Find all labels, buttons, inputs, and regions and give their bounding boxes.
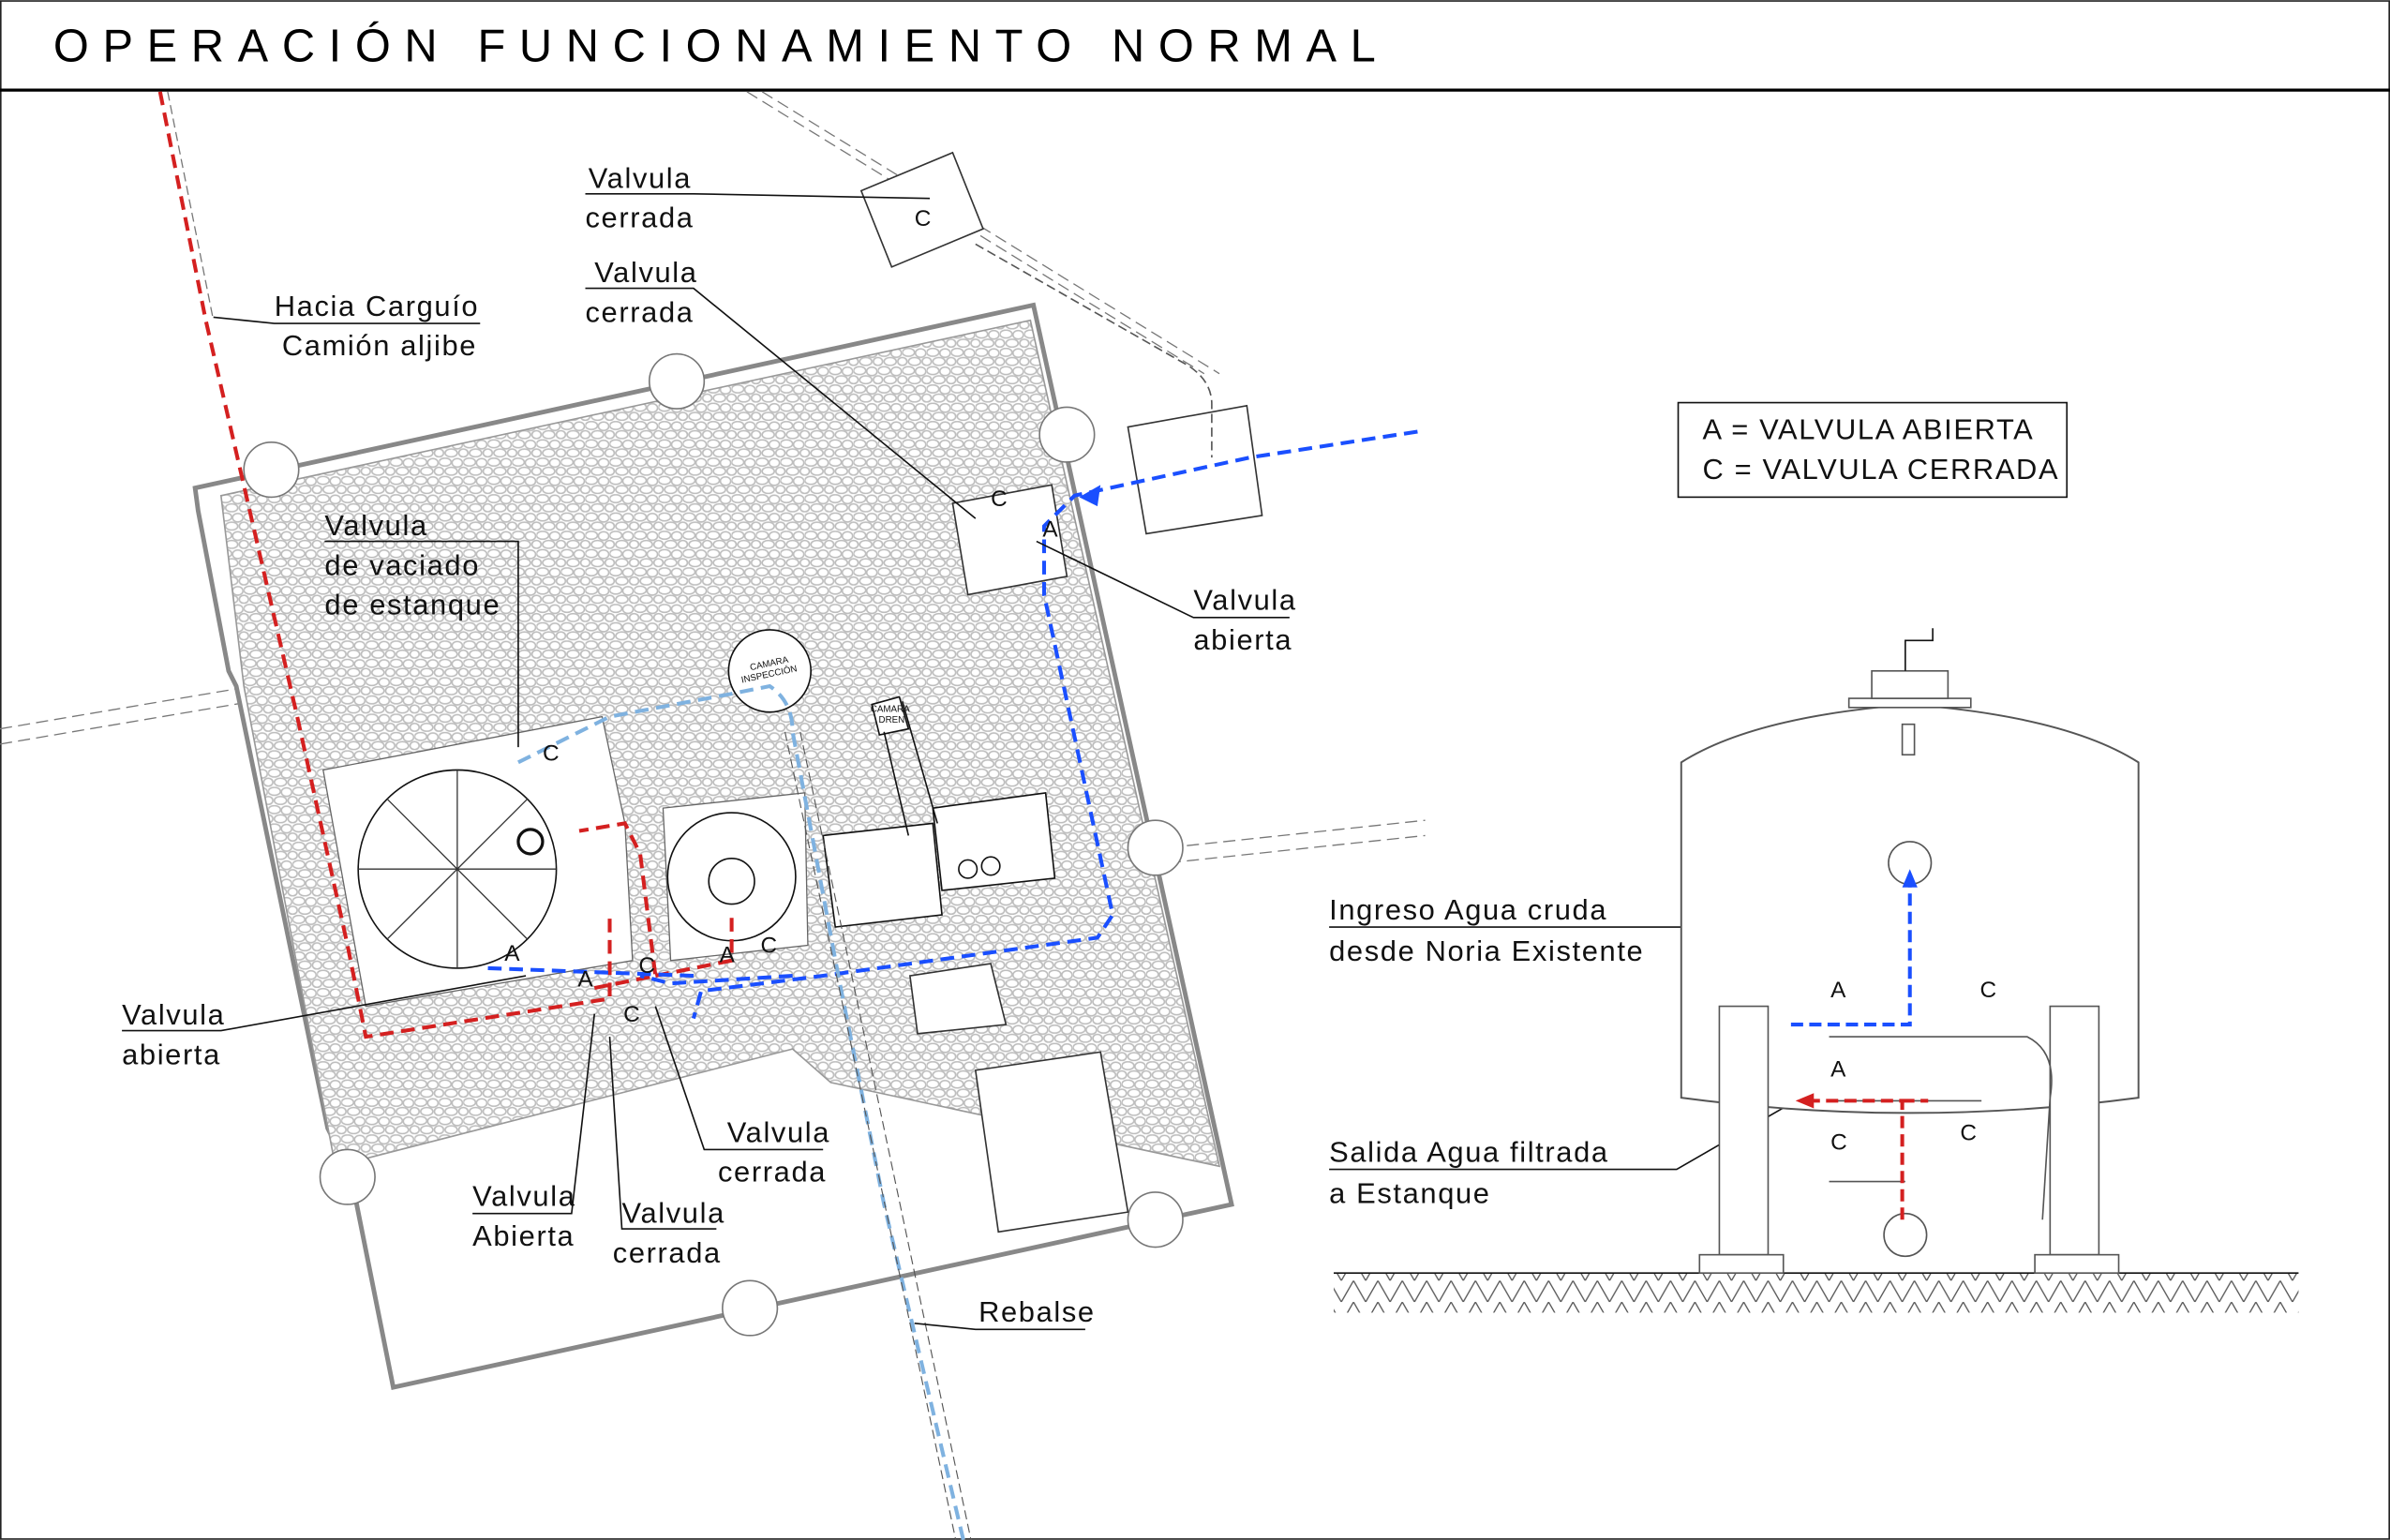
label-text: Valvula (1193, 584, 1296, 617)
legend-closed: C = VALVULA CERRADA (1703, 453, 2060, 486)
valve-marker: C (1960, 1121, 1977, 1146)
label-text: Valvula (589, 161, 692, 194)
label-text: Rebalse (978, 1295, 1096, 1328)
callout-valve-bottom-open: Valvula Abierta (472, 1013, 596, 1252)
overflow-pipe (517, 683, 965, 1540)
valve-marker: C (623, 1002, 640, 1027)
label-text: Valvula (472, 1180, 575, 1213)
callout-truck-loading: Hacia Carguío Camión aljibe (213, 290, 481, 362)
valve-marker: C (1980, 978, 1997, 1003)
callout-tank-drain: Valvula de vaciado de estanque (324, 509, 519, 748)
label-text: Valvula (727, 1115, 830, 1148)
legend: A = VALVULA ABIERTA C = VALVULA CERRADA (1677, 401, 2069, 499)
valve-marker: C (543, 741, 560, 767)
valve-marker: A (1830, 1056, 1846, 1082)
plan-valve-markers: C C A C A A C C A C (504, 206, 1058, 1027)
filter-elevation: A C A C C (1333, 628, 2299, 1313)
ground-hatch (1333, 1273, 2299, 1313)
perimeter-manholes (243, 352, 1184, 1337)
filter-legs (1698, 1005, 2120, 1274)
drain-chamber: CAMARA DREN (871, 695, 938, 836)
valve-marker: A (1830, 978, 1846, 1003)
raw-water-inlet-pipe (1790, 884, 1912, 1027)
label-text: de estanque (324, 589, 500, 621)
label-text: Salida Agua filtrada (1329, 1135, 1609, 1168)
label-text: DREN (879, 715, 905, 725)
callout-valve-mid-closed: Valvula cerrada (654, 1006, 830, 1189)
pump-house (822, 791, 1056, 928)
valve-marker: A (577, 966, 593, 992)
callout-raw-water-inlet: Ingreso Agua cruda desde Noria Existente (1329, 893, 1800, 1030)
label-text: Valvula (622, 1197, 725, 1230)
label-text: cerrada (585, 202, 694, 234)
label-text: abierta (1193, 623, 1292, 656)
label-text: Hacia Carguío (275, 290, 480, 322)
valve-marker: A (504, 941, 520, 966)
callout-valve-entry-open: Valvula abierta (1036, 540, 1296, 656)
flow-arrow-icon (1079, 485, 1101, 507)
label-text: cerrada (613, 1236, 722, 1269)
valve-marker: A (720, 942, 736, 967)
callout-overflow: Rebalse (914, 1295, 1096, 1331)
label-text: Ingreso Agua cruda (1329, 893, 1607, 926)
callout-valve-entry-closed: Valvula cerrada (585, 256, 977, 519)
valve-marker: C (638, 953, 655, 979)
label-text: abierta (122, 1038, 221, 1070)
valve-marker: C (1830, 1129, 1847, 1155)
callout-valve-top-closed: Valvula cerrada (585, 161, 931, 234)
site-plan: CAMARA INSPECCIÓN CAMARA DREN (157, 91, 1418, 1540)
label-text: cerrada (585, 295, 694, 328)
storage-tank (357, 769, 558, 969)
label-text: Valvula (594, 256, 697, 289)
label-text: Valvula (122, 998, 225, 1031)
legend-open: A = VALVULA ABIERTA (1703, 413, 2035, 446)
page-title: OPERACIÓN FUNCIONAMIENTO NORMAL (53, 21, 1390, 71)
filter-plan (666, 812, 797, 942)
label-text: CAMARA (871, 705, 910, 715)
inspection-chamber: CAMARA INSPECCIÓN (727, 629, 812, 713)
filtered-water-pipe (157, 91, 734, 1039)
valve-marker: C (915, 206, 932, 232)
label-text: a Estanque (1329, 1176, 1490, 1209)
valve-marker: C (991, 486, 1008, 512)
label-text: Camión aljibe (282, 329, 477, 362)
label-text: Abierta (472, 1219, 575, 1252)
valve-marker: A (1042, 517, 1058, 543)
raw-water-pipe (487, 429, 1418, 1020)
label-text: desde Noria Existente (1329, 934, 1644, 967)
callout-valve-bottom-closed: Valvula cerrada (608, 1037, 725, 1269)
callouts: Valvula cerrada Valvula cerrada Hacia Ca… (122, 161, 1807, 1331)
label-text: de vaciado (324, 548, 480, 581)
callout-valve-left-open: Valvula abierta (122, 975, 527, 1070)
label-text: cerrada (718, 1156, 827, 1189)
filtered-outlet-pipe (1806, 1099, 1929, 1220)
filter-vessel (1680, 703, 2140, 1114)
label-text: Valvula (324, 509, 427, 542)
valve-marker: C (761, 934, 778, 959)
